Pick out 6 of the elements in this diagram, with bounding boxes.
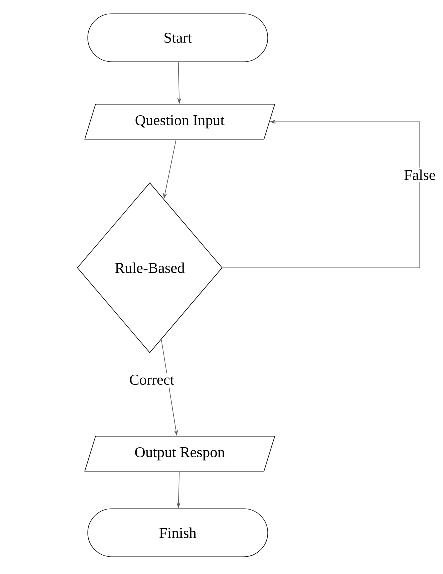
terminal-box: Finish <box>88 508 268 558</box>
input-output-box: Output Respon <box>84 436 276 472</box>
edge-label: False <box>402 168 438 182</box>
edge-label: Correct <box>128 372 176 388</box>
input-output-box: Question Input <box>84 104 276 140</box>
terminal-box: Start <box>88 14 268 62</box>
